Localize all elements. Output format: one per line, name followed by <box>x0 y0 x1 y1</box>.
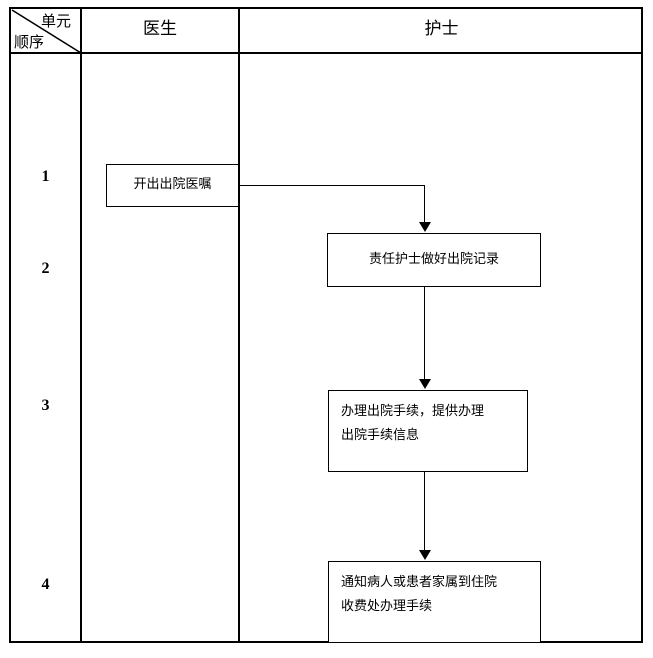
corner-label-unit: 单元 <box>41 12 72 30</box>
header-row-divider <box>11 52 641 54</box>
row-number-3: 3 <box>41 397 50 414</box>
process-box-issue-discharge-order: 开出出院医嘱 <box>106 164 239 207</box>
arrowhead-into-box2-icon <box>419 222 431 232</box>
row-number-2: 2 <box>41 260 50 277</box>
column-divider-doctor-nurse <box>238 9 240 641</box>
process-box-nurse-discharge-record: 责任护士做好出院记录 <box>327 233 541 287</box>
connector-box1-to-box2-horizontal <box>239 185 425 186</box>
arrowhead-into-box3-icon <box>419 379 431 389</box>
corner-label-order: 顺序 <box>14 33 45 51</box>
lane-header-nurse: 护士 <box>424 19 459 39</box>
row-number-4: 4 <box>41 576 50 593</box>
process-box-2-text: 责任护士做好出院记录 <box>368 252 499 267</box>
arrowhead-into-box4-icon <box>419 550 431 560</box>
connector-box1-to-box2-vertical <box>424 185 425 223</box>
row-number-1: 1 <box>41 168 50 185</box>
process-box-1-text: 开出出院医嘱 <box>133 177 212 192</box>
column-divider-order-doctor <box>80 9 82 641</box>
connector-box2-to-box3-vertical <box>424 287 425 380</box>
swimlane-flowchart-table: 单元 顺序 医生 护士 1 2 3 4 开出出院医嘱 责任护士做好出院记录 办理… <box>9 7 643 643</box>
connector-box3-to-box4-vertical <box>424 472 425 551</box>
process-box-handle-discharge-procedures: 办理出院手续，提供办理 出院手续信息 <box>328 390 528 472</box>
process-box-notify-patient-family: 通知病人或患者家属到住院 收费处办理手续 <box>328 561 541 643</box>
lane-header-doctor: 医生 <box>143 19 177 39</box>
process-box-4-text: 通知病人或患者家属到住院 收费处办理手续 <box>341 575 498 614</box>
corner-diagonal-line <box>11 9 82 54</box>
process-box-3-text: 办理出院手续，提供办理 出院手续信息 <box>341 404 485 443</box>
